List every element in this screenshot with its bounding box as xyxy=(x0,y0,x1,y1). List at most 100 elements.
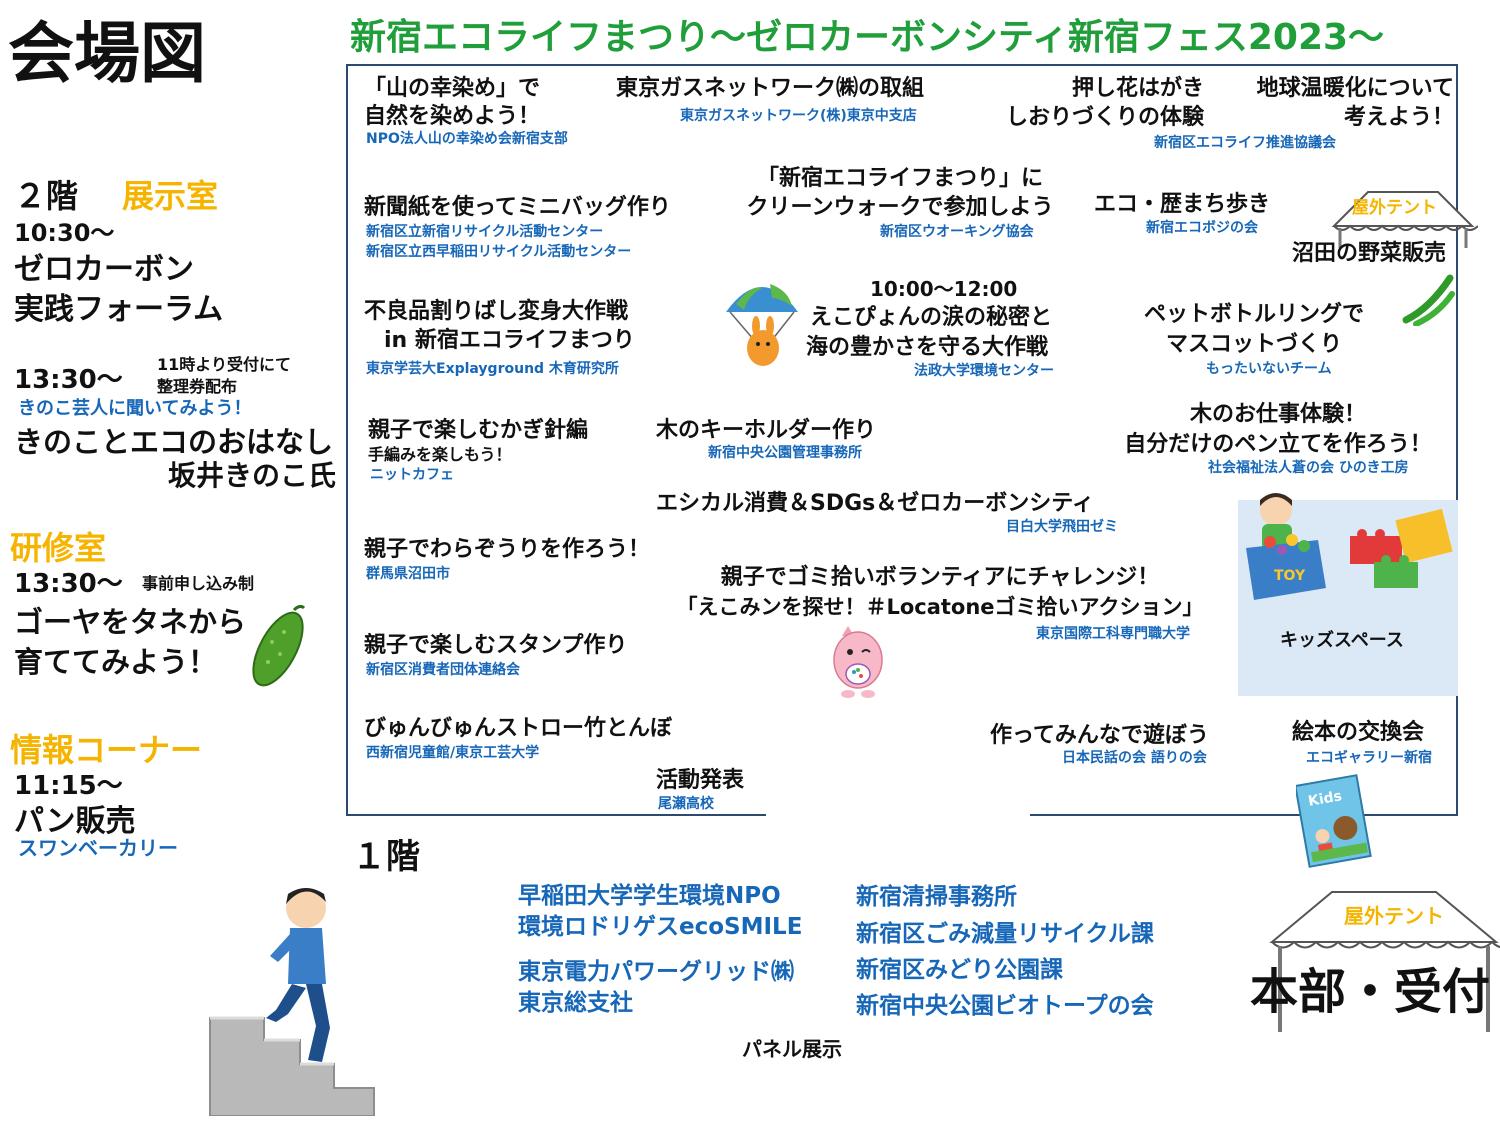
kinoko-person: 坂井きのこ氏 xyxy=(168,459,337,492)
numata-vegetable-sale: 沼田の野菜販売 xyxy=(1292,241,1447,266)
ethical-org: 目白大学飛田ゼミ xyxy=(1006,519,1118,535)
exhibit-room-label: 展示室 xyxy=(122,177,219,215)
waraji-org: 群馬県沼田市 xyxy=(366,566,450,582)
ondan-title-1: 地球温暖化について xyxy=(1256,76,1454,101)
toy-box-label: TOY xyxy=(1274,568,1306,584)
furyo-org: 東京学芸大Explayground 木育研究所 xyxy=(366,361,619,377)
training-room-label: 研修室 xyxy=(10,529,107,567)
biotope-group: 新宿中央公園ビオトープの会 xyxy=(856,993,1154,1019)
gomi-org: 東京国際工科専門職大学 xyxy=(1036,626,1190,642)
forum-title-2: 実践フォーラム xyxy=(14,292,224,327)
event-title: 新宿エコライフまつり〜ゼロカーボンシティ新宿フェス2023〜 xyxy=(350,17,1385,58)
shinbun-org-1: 新宿区立新宿リサイクル活動センター xyxy=(366,224,604,240)
wood-title-2: 自分だけのペン立てを作ろう！ xyxy=(1124,432,1432,457)
furyo-title-1: 不良品割りばし変身大作戦 xyxy=(364,299,629,324)
pet-title-2: マスコットづくり xyxy=(1165,332,1342,357)
floor-1-label: １階 xyxy=(352,837,420,877)
headquarters-reception: 本部・受付 xyxy=(1250,964,1491,1020)
waraji-title: 親子でわらぞうりを作ろう！ xyxy=(364,537,651,562)
goya-time: 13:30〜 xyxy=(14,569,123,599)
kinoko-time: 13:30〜 xyxy=(14,365,123,395)
exhibit-room-outline xyxy=(346,64,1458,816)
keyholder-title: 木のキーホルダー作り xyxy=(656,418,877,443)
gas-title: 東京ガスネットワーク㈱の取組 xyxy=(616,76,925,101)
floor-2-label: ２階 xyxy=(14,177,79,215)
gomi-title-1: 親子でゴミ拾いボランティアにチャレンジ！ xyxy=(720,565,1160,590)
kids-space-label: キッズスペース xyxy=(1280,630,1404,651)
katsudo-title: 活動発表 xyxy=(656,768,745,793)
picture-book-illustration: Kids xyxy=(1294,772,1376,872)
bread-time: 11:15〜 xyxy=(14,771,123,801)
kids-playing-illustration: TOY xyxy=(1240,488,1456,610)
room-wall-right xyxy=(1030,814,1458,816)
straw-title: びゅんびゅんストロー竹とんぼ xyxy=(364,716,673,741)
yama-title-2: 自然を染めよう！ xyxy=(364,104,541,129)
ehon-title: 絵本の交換会 xyxy=(1292,720,1425,745)
ehon-org: エコギャラリー新宿 xyxy=(1306,750,1432,766)
asobo-title: 作ってみんなで遊ぼう xyxy=(990,723,1209,748)
info-corner-label: 情報コーナー xyxy=(10,731,203,769)
ecopyon-time: 10:00〜12:00 xyxy=(870,277,1018,301)
goya-title-1: ゴーヤをタネから xyxy=(14,605,247,639)
room-wall-left xyxy=(346,814,766,816)
map-title: 会場図 xyxy=(8,15,206,92)
pink-mascot-illustration xyxy=(828,624,888,704)
kagi-title: 親子で楽しむかぎ針編 xyxy=(368,418,589,443)
forum-time: 10:30〜 xyxy=(14,219,115,247)
kinoko-title: きのことエコのおはなし xyxy=(14,425,334,459)
outdoor-tent-upper xyxy=(1328,186,1479,252)
furyo-title-2: in 新宿エコライフまつり xyxy=(384,328,635,353)
wood-title-1: 木のお仕事体験！ xyxy=(1189,402,1366,427)
stairs-person-illustration xyxy=(206,880,378,1120)
oshibana-title-2: しおりづくりの体験 xyxy=(1005,105,1204,130)
stamp-org: 新宿区消費者団体連絡会 xyxy=(366,662,520,678)
shinbun-title: 新聞紙を使ってミニバッグ作り xyxy=(364,195,671,220)
bread-title: パン販売 xyxy=(14,804,136,839)
tepco-1: 東京電力パワーグリッド㈱ xyxy=(518,959,794,985)
ecopyon-org: 法政大学環境センター xyxy=(914,363,1054,379)
book-label: Kids xyxy=(1307,788,1343,810)
katsudo-org: 尾瀬高校 xyxy=(658,796,714,812)
panel-exhibit-label: パネル展示 xyxy=(742,1037,842,1061)
waseda-2: 環境ロドリゲスecoSMILE xyxy=(518,914,803,940)
gas-org: 東京ガスネットワーク(株)東京中支店 xyxy=(680,108,917,124)
gomi-title-2: 「えこみンを探せ！＃Locatoneゴミ拾いアクション」 xyxy=(676,595,1204,619)
pet-org: もったいないチーム xyxy=(1206,361,1332,377)
ecopyon-title-2: 海の豊かさを守る大作戦 xyxy=(806,335,1049,360)
kagi-subtitle: 手編みを楽しもう！ xyxy=(368,445,512,464)
parachute-rabbit-illustration xyxy=(722,274,802,374)
oshibana-title-1: 押し花はがき xyxy=(1071,76,1204,101)
walk-org: 新宿区ウオーキング協会 xyxy=(880,224,1034,240)
ticket-note-2: 整理券配布 xyxy=(157,377,238,396)
ecolife-org: 新宿区エコライフ推進協議会 xyxy=(1154,135,1336,151)
prereg-note: 事前申し込み制 xyxy=(142,574,255,593)
midori-park-division: 新宿区みどり公園課 xyxy=(856,957,1063,983)
ecopyon-title-1: えこぴょんの涙の秘密と xyxy=(810,305,1053,330)
reki-title: エコ・歴まち歩き xyxy=(1094,192,1271,217)
ticket-note-1: 11時より受付にて xyxy=(157,355,291,374)
asobo-org: 日本民話の会 語りの会 xyxy=(1062,750,1207,766)
ethical-title: エシカル消費＆SDGs＆ゼロカーボンシティ xyxy=(656,491,1094,516)
kinoko-subtitle: きのこ芸人に聞いてみよう！ xyxy=(18,398,252,419)
reki-org: 新宿エコボジの会 xyxy=(1146,220,1258,236)
outdoor-tent-label-lower: 屋外テント xyxy=(1344,904,1444,928)
wood-org: 社会福祉法人蒼の会 ひのき工房 xyxy=(1208,460,1409,476)
yama-title-1: 「山の幸染め」で xyxy=(364,76,541,101)
outdoor-tent-label-upper: 屋外テント xyxy=(1352,198,1437,218)
stamp-title: 親子で楽しむスタンプ作り xyxy=(364,633,628,658)
walk-title-2: クリーンウォークで参加しよう xyxy=(746,195,1054,220)
forum-title-1: ゼロカーボン xyxy=(14,252,194,287)
bakery-name: スワンベーカリー xyxy=(18,836,178,860)
bitter-gourd-illustration xyxy=(248,602,308,696)
waseda-1: 早稲田大学学生環境NPO xyxy=(518,883,781,909)
goya-title-2: 育ててみよう！ xyxy=(14,645,218,679)
pet-title-1: ペットボトルリングで xyxy=(1143,302,1364,327)
walk-title-1: 「新宿エコライフまつり」に xyxy=(756,166,1043,191)
gomi-genryo-division: 新宿区ごみ減量リサイクル課 xyxy=(856,921,1154,947)
yama-org: NPO法人山の幸染め会新宿支部 xyxy=(366,131,568,147)
seiso-office: 新宿清掃事務所 xyxy=(856,884,1017,910)
straw-org: 西新宿児童館/東京工芸大学 xyxy=(366,745,540,761)
kagi-org: ニットカフェ xyxy=(370,467,454,483)
cucumber-icon xyxy=(1400,272,1456,330)
shinbun-org-2: 新宿区立西早稲田リサイクル活動センター xyxy=(366,244,632,260)
